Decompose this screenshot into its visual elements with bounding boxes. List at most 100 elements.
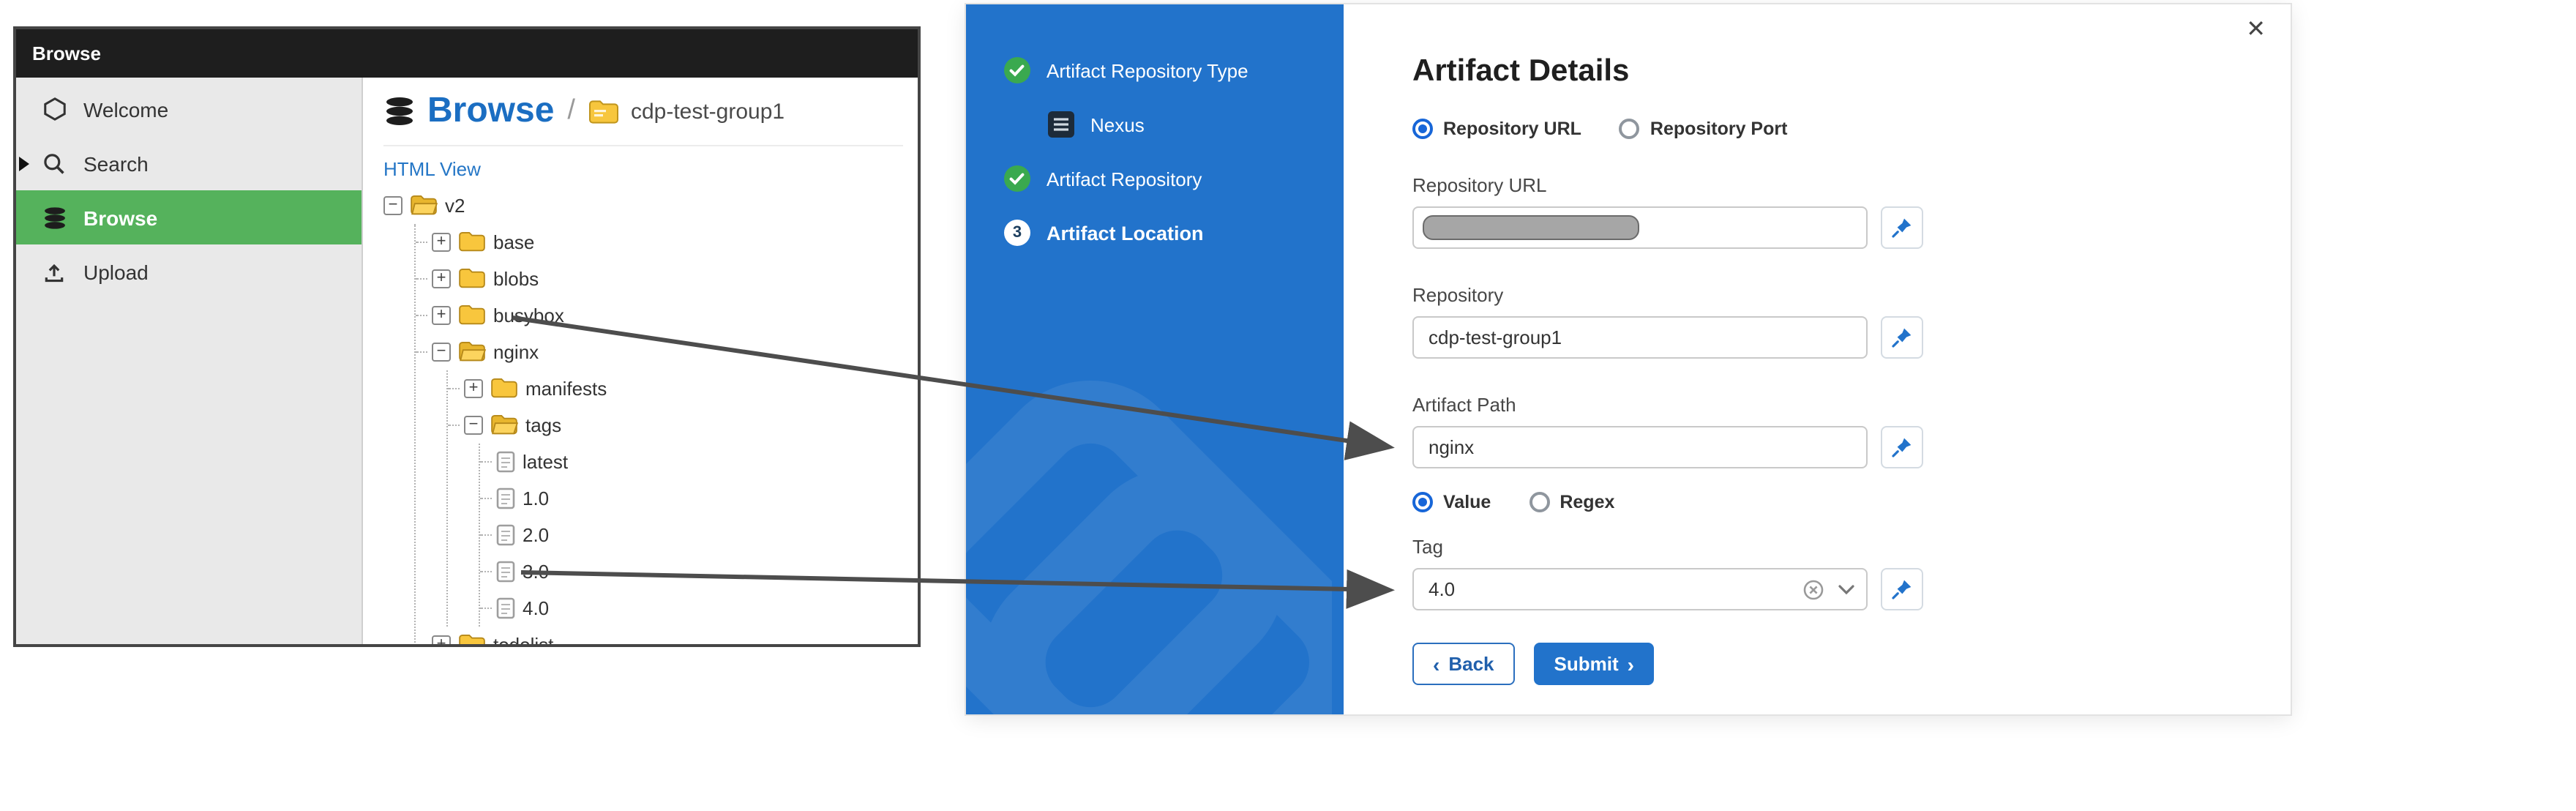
clear-icon[interactable] <box>1803 579 1824 599</box>
page-title: Browse <box>427 91 555 130</box>
tag-file-icon <box>496 597 515 619</box>
expand-icon[interactable] <box>432 635 451 644</box>
pin-icon <box>1892 218 1912 238</box>
radio-repository-url[interactable]: Repository URL <box>1412 119 1581 139</box>
sidebar-item-label: Welcome <box>83 97 169 121</box>
tag-file-icon <box>496 451 515 473</box>
tree-row-busybox[interactable]: busybox <box>416 297 903 334</box>
sidebar-item-search[interactable]: Search <box>16 136 362 190</box>
hexagon-icon <box>41 96 67 122</box>
pin-icon <box>1892 328 1912 348</box>
tree-row-todolist[interactable]: todolist <box>416 627 903 644</box>
html-view-link[interactable]: HTML View <box>383 158 481 180</box>
tree-row-base[interactable]: base <box>416 224 903 261</box>
pin-icon <box>1892 438 1912 457</box>
folder-icon <box>490 378 518 400</box>
back-button[interactable]: ‹ Back <box>1412 643 1515 685</box>
expand-icon[interactable] <box>432 306 451 325</box>
tag-file-icon <box>496 524 515 546</box>
pin-button[interactable] <box>1881 316 1923 359</box>
radio-label: Repository URL <box>1443 119 1581 139</box>
folder-open-icon <box>458 341 486 363</box>
browse-content: Browse / cdp-test-group1 HTML View <box>363 78 918 644</box>
tree-row-tags[interactable]: tags <box>448 407 903 444</box>
tree-branch: latest 1.0 <box>479 444 903 627</box>
expand-icon[interactable] <box>464 379 483 398</box>
url-mode-radio-group: Repository URL Repository Port <box>1412 119 2291 139</box>
nexus-icon <box>1048 111 1074 138</box>
tree-row-blobs[interactable]: blobs <box>416 261 903 297</box>
pin-button[interactable] <box>1881 206 1923 249</box>
wizard-title: Artifact Details <box>1412 54 1630 88</box>
collapse-icon[interactable] <box>383 196 402 215</box>
chevron-down-icon[interactable] <box>1838 584 1854 594</box>
tree-item-label: base <box>493 231 535 253</box>
tree-item-label: tags <box>525 414 562 436</box>
tree-row-latest[interactable]: latest <box>480 444 903 480</box>
collapse-icon[interactable] <box>464 416 483 435</box>
tree-row-1-0[interactable]: 1.0 <box>480 480 903 517</box>
field-label: Tag <box>1412 536 1443 558</box>
tree-branch: manifests tags <box>446 370 903 627</box>
radio-unselected-icon <box>1529 492 1550 512</box>
chevron-left-icon: ‹ <box>1433 652 1440 676</box>
sidebar-item-welcome[interactable]: Welcome <box>16 82 362 136</box>
tree-item-label: busybox <box>493 304 564 326</box>
radio-regex[interactable]: Regex <box>1529 492 1614 512</box>
folder-open-icon <box>410 195 438 217</box>
sidebar-item-upload[interactable]: Upload <box>16 244 362 299</box>
pin-button[interactable] <box>1881 426 1923 468</box>
step-nexus-type[interactable]: Nexus <box>966 108 1344 141</box>
collapse-icon[interactable] <box>432 343 451 362</box>
step-label: Artifact Repository Type <box>1046 59 1248 81</box>
repository-input[interactable] <box>1412 316 1868 359</box>
tree-item-label: todolist <box>493 634 553 644</box>
tree-row-4-0[interactable]: 4.0 <box>480 590 903 627</box>
repository-tree: v2 base <box>383 187 903 644</box>
step-label: Artifact Repository <box>1046 168 1202 190</box>
repository-url-field: Repository URL <box>1412 174 2291 249</box>
artifact-path-field: Artifact Path <box>1412 394 2291 468</box>
folder-icon <box>458 268 486 290</box>
window-body: Welcome Search Browse <box>16 78 918 644</box>
expand-icon[interactable] <box>432 233 451 252</box>
repository-url-input[interactable] <box>1412 206 1868 249</box>
window-titlebar: Browse <box>16 29 918 78</box>
tag-field: Tag <box>1412 536 2291 610</box>
submit-button[interactable]: Submit › <box>1533 643 1655 685</box>
folder-group-icon <box>588 99 619 124</box>
sidebar: Welcome Search Browse <box>16 78 363 644</box>
repository-field: Repository <box>1412 284 2291 359</box>
sidebar-item-label: Browse <box>83 206 158 229</box>
check-icon <box>1004 57 1030 83</box>
tag-file-icon <box>496 487 515 509</box>
tree-item-label: 1.0 <box>523 487 550 509</box>
step-label: Nexus <box>1090 113 1145 135</box>
redacted-value <box>1423 215 1639 240</box>
close-icon[interactable]: ✕ <box>2246 18 2266 42</box>
sidebar-item-label: Upload <box>83 260 149 283</box>
tree-item-label: blobs <box>493 268 539 290</box>
step-artifact-repository[interactable]: Artifact Repository <box>966 162 1344 195</box>
radio-value[interactable]: Value <box>1412 492 1491 512</box>
tree-item-label: latest <box>523 451 569 473</box>
tree-item-label: 4.0 <box>523 597 550 619</box>
tree-row-nginx[interactable]: nginx <box>416 334 903 370</box>
pin-button[interactable] <box>1881 568 1923 610</box>
step-artifact-repository-type[interactable]: Artifact Repository Type <box>966 54 1344 86</box>
tag-input[interactable] <box>1412 568 1868 610</box>
tree-row-manifests[interactable]: manifests <box>448 370 903 407</box>
back-button-label: Back <box>1448 653 1494 675</box>
tag-combobox <box>1412 568 1868 610</box>
tree-row-2-0[interactable]: 2.0 <box>480 517 903 553</box>
artifact-wizard-modal: Artifact Repository Type Nexus Artifact … <box>966 4 2291 714</box>
tree-row-3-0[interactable]: 3.0 <box>480 553 903 590</box>
step-artifact-location[interactable]: 3 Artifact Location <box>966 217 1344 249</box>
field-label: Artifact Path <box>1412 394 1516 416</box>
artifact-path-input[interactable] <box>1412 426 1868 468</box>
tree-row-v2[interactable]: v2 <box>383 187 903 224</box>
sidebar-item-browse[interactable]: Browse <box>16 190 362 244</box>
radio-repository-port[interactable]: Repository Port <box>1619 119 1787 139</box>
expand-icon[interactable] <box>432 269 451 288</box>
